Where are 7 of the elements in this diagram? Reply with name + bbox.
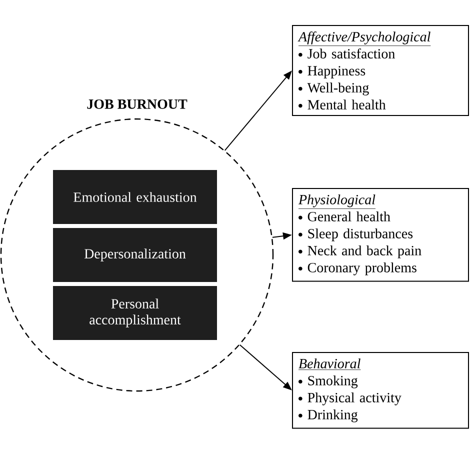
- outcome-box: Physiological General health Sleep disturbances Neck and back pain Coronary problems: [292, 188, 469, 282]
- dimension-box: Emotional exhaustion: [53, 170, 217, 224]
- outcome-box: Affective/Psychological Job satisfaction Happiness Well-being Mental health: [292, 25, 469, 116]
- dimension-box: Depersonalization: [53, 228, 217, 282]
- title: JOB BURNOUT: [87, 99, 188, 109]
- dimension-box: Personal accomplishment: [53, 286, 217, 340]
- outcome-box: Behavioral Smoking Physical activity Drinking: [292, 352, 469, 429]
